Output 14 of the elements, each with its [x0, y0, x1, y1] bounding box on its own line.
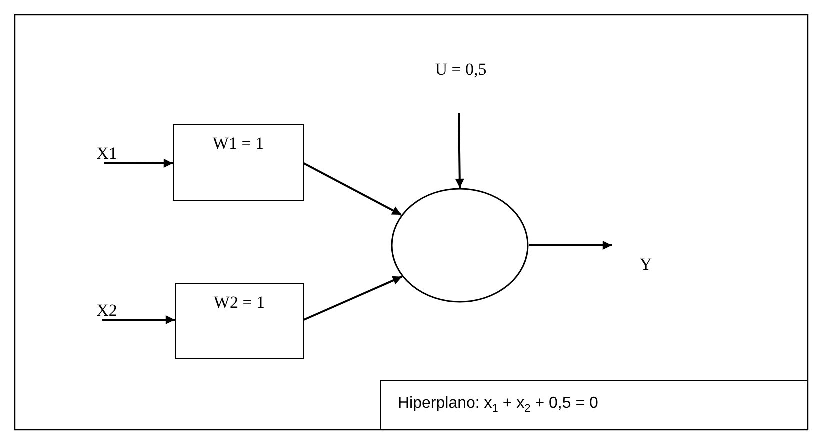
equation-box: Hiperplano: x$_{1}$ + x$_{2}$ + 0,5 = 0 — [380, 380, 808, 430]
arrow — [454, 112, 464, 190]
threshold-label: U = 0,5 — [428, 60, 494, 79]
weight-box: W2 = 1 — [175, 283, 304, 359]
input-label: X2 — [92, 301, 122, 320]
output-label: Y — [638, 255, 654, 274]
arrow — [304, 276, 404, 321]
arrow — [529, 242, 614, 252]
neuron-circle — [391, 188, 529, 303]
arrow — [104, 160, 176, 170]
arrow — [304, 162, 403, 217]
weight-box: W1 = 1 — [173, 124, 304, 201]
arrow — [102, 316, 178, 326]
input-label: X1 — [92, 144, 122, 163]
